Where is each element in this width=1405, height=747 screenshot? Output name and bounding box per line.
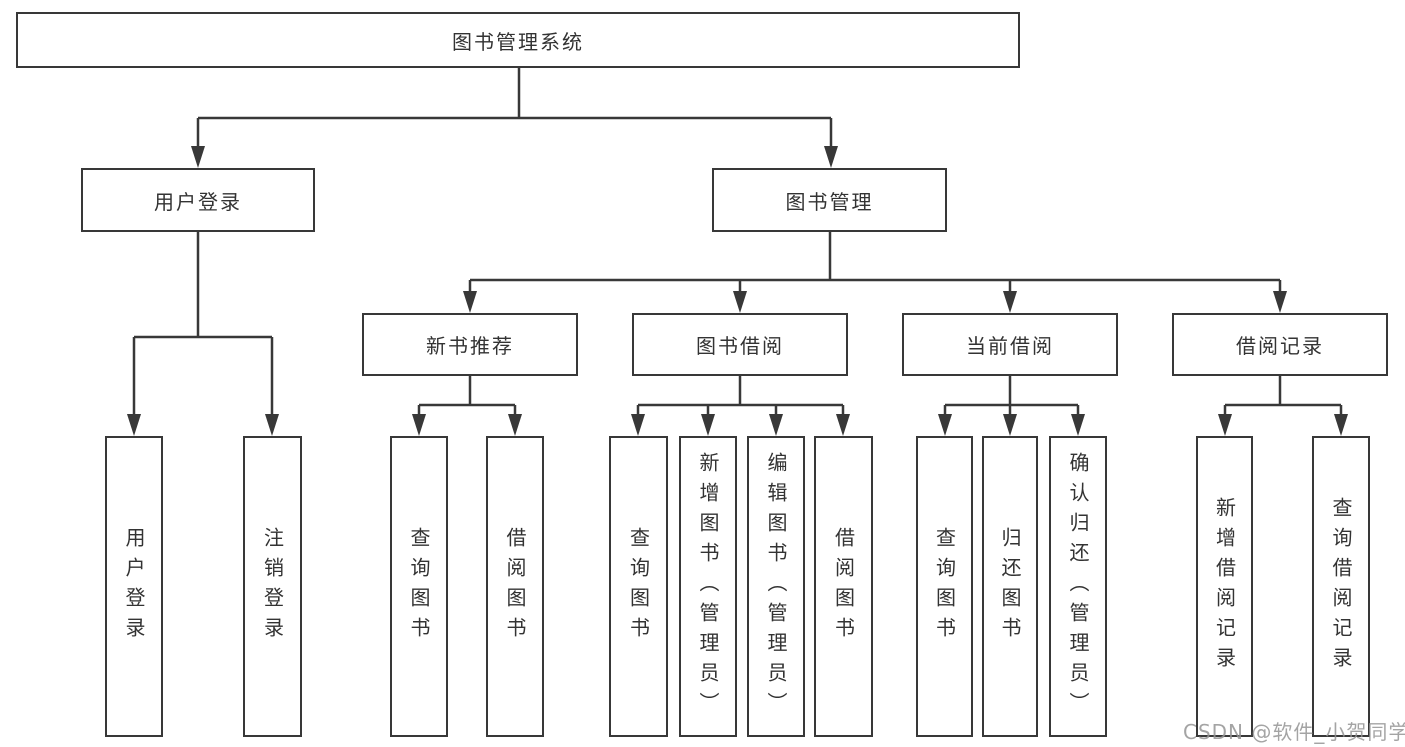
leaf-return-book: 归还图书 — [982, 436, 1038, 737]
node-new-book-recommend-label: 新书推荐 — [426, 334, 514, 358]
node-book-management: 图书管理 — [712, 168, 947, 232]
leaf-query-borrow-record: 查询借阅记录 — [1312, 436, 1370, 737]
leaf-logout: 注销登录 — [243, 436, 302, 737]
leaf-edit-book-admin: 编辑图书（管理员） — [747, 436, 805, 737]
leaf-borrow-books: 借阅图书 — [814, 436, 873, 737]
leaf-borrow-books-recommend: 借阅图书 — [486, 436, 544, 737]
leaf-query-books-current: 查询图书 — [916, 436, 973, 737]
leaf-user-login: 用户登录 — [105, 436, 163, 737]
node-current-borrow-label: 当前借阅 — [966, 334, 1054, 358]
leaf-borrow-books-recommend-label: 借阅图书 — [503, 526, 527, 647]
connector-current-borrow-children — [938, 376, 1085, 436]
node-current-borrow: 当前借阅 — [902, 313, 1118, 376]
leaf-add-book-admin-label: 新增图书（管理员） — [696, 451, 720, 722]
leaf-query-books-current-label: 查询图书 — [932, 526, 957, 647]
node-root-system: 图书管理系统 — [16, 12, 1020, 68]
node-book-borrow-label: 图书借阅 — [696, 334, 784, 358]
leaf-confirm-return-admin: 确认归还（管理员） — [1049, 436, 1107, 737]
leaf-confirm-return-admin-label: 确认归还（管理员） — [1066, 451, 1090, 722]
leaf-add-borrow-record: 新增借阅记录 — [1196, 436, 1253, 737]
leaf-logout-label: 注销登录 — [260, 526, 285, 647]
connector-new-book-children — [412, 376, 522, 436]
connector-book-borrow-children — [631, 376, 850, 436]
leaf-query-books-recommend-label: 查询图书 — [407, 526, 431, 647]
node-book-management-label: 图书管理 — [785, 189, 874, 214]
leaf-query-books-borrow: 查询图书 — [609, 436, 668, 737]
node-new-book-recommend: 新书推荐 — [362, 313, 578, 376]
leaf-edit-book-admin-label: 编辑图书（管理员） — [764, 451, 788, 722]
node-user-login: 用户登录 — [81, 168, 315, 232]
leaf-user-login-label: 用户登录 — [122, 526, 146, 647]
leaf-query-books-recommend: 查询图书 — [390, 436, 448, 737]
leaf-add-borrow-record-label: 新增借阅记录 — [1212, 496, 1237, 677]
node-root-system-label: 图书管理系统 — [452, 29, 584, 54]
leaf-return-book-label: 归还图书 — [998, 526, 1022, 647]
node-user-login-label: 用户登录 — [154, 189, 242, 214]
node-borrow-records: 借阅记录 — [1172, 313, 1388, 376]
leaf-query-borrow-record-label: 查询借阅记录 — [1329, 496, 1353, 677]
leaf-borrow-books-label: 借阅图书 — [831, 526, 856, 647]
connector-book-management-children — [463, 232, 1287, 313]
node-borrow-records-label: 借阅记录 — [1236, 334, 1324, 358]
leaf-add-book-admin: 新增图书（管理员） — [679, 436, 737, 737]
watermark-text: CSDN @软件_小贺同学 — [1183, 720, 1405, 744]
connector-root-to-level1 — [191, 68, 838, 168]
connector-borrow-records-children — [1218, 376, 1348, 436]
node-book-borrow: 图书借阅 — [632, 313, 848, 376]
leaf-query-books-borrow-label: 查询图书 — [626, 526, 651, 647]
connector-user-login-children — [127, 232, 279, 436]
